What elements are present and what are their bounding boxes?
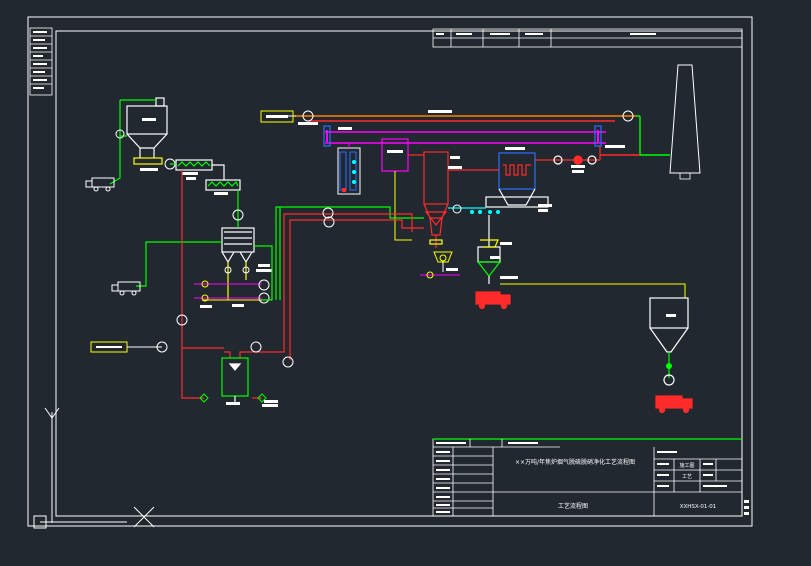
design-stage: 施工图	[679, 462, 694, 469]
chimney-icon	[669, 64, 701, 180]
scr-reactor	[381, 138, 412, 241]
truck-icon	[655, 395, 693, 414]
mill-labels	[232, 264, 272, 307]
top-reference-marks	[436, 33, 656, 35]
ash-silo-large	[649, 297, 689, 386]
outer-frame	[27, 16, 753, 527]
silo-label	[500, 242, 512, 245]
screw-conveyor	[170, 159, 241, 191]
lime-silo	[109, 97, 168, 185]
revision-strip-marks	[33, 31, 47, 89]
tank-labels	[226, 400, 278, 407]
silo-label-3	[500, 276, 518, 279]
truck-icon	[475, 291, 511, 310]
inner-frame	[55, 30, 743, 517]
revision-strip	[29, 27, 53, 96]
ammonia-vaporizer	[337, 143, 361, 195]
flue-gas-inlet-label-box	[260, 110, 294, 123]
drawing-title: ××万吨/年焦炉烟气脱硫脱硝净化工艺流程图	[515, 458, 635, 466]
title-block	[432, 438, 743, 517]
fan-icon	[452, 204, 462, 214]
bag-filter	[485, 152, 549, 208]
air-inlet-label-mark	[96, 346, 122, 348]
feed-lines-label	[200, 305, 212, 308]
tower-label	[450, 156, 460, 159]
ucs-icon	[33, 407, 155, 529]
ash-transfer-line	[500, 283, 686, 298]
right-margin-marks	[744, 500, 749, 515]
flue-gas-lines	[282, 115, 670, 156]
ash-silo-small	[476, 215, 502, 284]
header-labels	[298, 110, 625, 148]
heat-exchanger-right	[594, 125, 602, 147]
lime-silo-label-2	[140, 168, 158, 171]
mill-classifier	[221, 190, 255, 300]
discipline: 工艺	[682, 474, 692, 480]
feed-label	[446, 268, 458, 271]
tower-to-filter-duct	[408, 154, 499, 209]
mill-feed-lines	[194, 280, 262, 302]
top-reference-table	[432, 28, 743, 48]
fan-icon	[224, 209, 250, 274]
flue-gas-return-loops	[181, 170, 424, 399]
silo-label-2	[490, 256, 500, 259]
truck-icon	[85, 177, 115, 192]
big-silo-label	[666, 314, 676, 317]
lime-feeder	[433, 251, 453, 272]
bag-filter-outlet	[535, 146, 601, 165]
air-lines	[136, 206, 424, 301]
ammonia-feed-line	[420, 271, 460, 279]
lime-silo-label	[142, 118, 156, 121]
ammonia-water-tank	[221, 357, 249, 402]
conveyor-chain	[470, 210, 500, 214]
pump-icon	[199, 393, 267, 403]
desulfurization-tower	[423, 151, 449, 248]
fan-icon	[258, 279, 270, 304]
title-block-field-marks	[436, 442, 727, 513]
drawing-name: 工艺流程图	[558, 502, 588, 510]
bag-filter-outlet-labels	[538, 165, 585, 212]
heat-exchanger-left	[323, 125, 331, 147]
drawing-number: XXHSX-01-01	[680, 504, 717, 510]
truck-icon	[111, 281, 141, 296]
inlet-label-mark	[266, 115, 288, 118]
fan-icon	[302, 110, 634, 122]
bag-filter-label	[505, 147, 525, 150]
conveyor-labels	[182, 172, 228, 195]
tower-label-2	[448, 166, 462, 169]
